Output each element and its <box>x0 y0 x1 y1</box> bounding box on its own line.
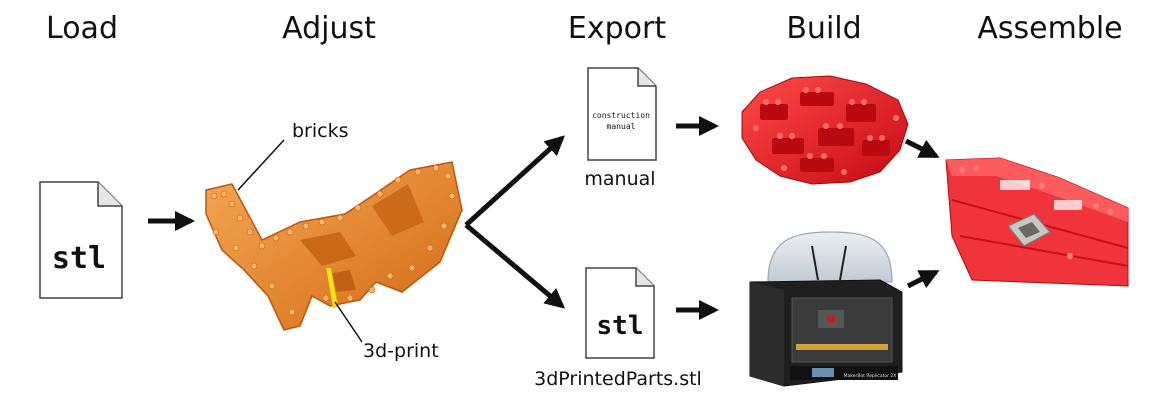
stage-title-adjust: Adjust <box>282 11 376 46</box>
stage-title-build: Build <box>786 11 861 46</box>
printed-parts-file-icon: stl <box>585 267 655 359</box>
bricks-label: bricks <box>292 120 349 142</box>
manual-caption: manual <box>584 168 655 190</box>
orange-brick-model <box>205 161 463 331</box>
stl-file-icon: stl <box>39 181 123 299</box>
red-brick-pile <box>741 75 909 185</box>
print-callout-line <box>334 301 363 343</box>
stage-title-load: Load <box>46 11 118 46</box>
assembled-model <box>945 157 1129 287</box>
fork-arrows <box>464 135 566 309</box>
printer-3d: MakerBot Replicator 2X <box>749 231 903 387</box>
manual-file-line1: construction <box>592 111 650 120</box>
manual-file-line2: manual <box>607 122 636 131</box>
printed-parts-caption: 3dPrintedParts.stl <box>534 368 702 390</box>
stl-file-label: stl <box>52 241 106 276</box>
print-label: 3d-print <box>363 340 439 362</box>
arrow-printer-to-assemble <box>906 269 940 289</box>
printer-brand-label: MakerBot Replicator 2X <box>844 373 897 379</box>
manual-file-icon: construction manual <box>587 67 657 161</box>
bricks-callout-line <box>237 139 285 191</box>
stage-title-export: Export <box>568 11 666 46</box>
arrow-bricks-to-assemble <box>904 138 940 159</box>
stage-title-assemble: Assemble <box>977 11 1122 46</box>
printed-parts-file-label: stl <box>597 311 644 341</box>
